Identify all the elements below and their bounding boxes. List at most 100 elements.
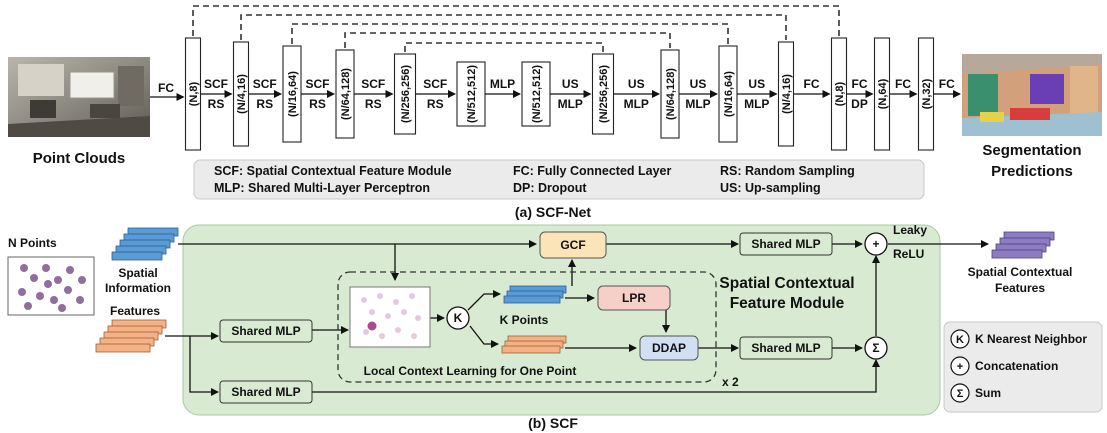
op-bottom-label: RS (256, 97, 273, 111)
sum-operator: Σ (864, 336, 888, 360)
module-legend-box (943, 321, 1103, 413)
network-legend: SCF: Spatial Contextual Feature Module F… (193, 159, 925, 200)
op-bottom-label: MLP (558, 97, 583, 111)
legend-mlp: MLP: Shared Multi-Layer Perceptron (214, 181, 430, 195)
output-label-line2: Features (995, 281, 1045, 295)
feature-block-9: (N/64,128) (660, 49, 680, 139)
feature-block-14: (N,32) (917, 37, 935, 151)
legend-dp: DP: Dropout (513, 181, 587, 195)
feature-block-label: (N/512,512) (531, 65, 543, 123)
op-top-label: SCF (423, 77, 447, 91)
op-bottom-label: RS (309, 97, 326, 111)
concat-symbol: + (872, 237, 879, 251)
feature-block-label: (N/256,256) (598, 65, 610, 123)
op-top-label: US (748, 77, 765, 91)
op-bottom-label: RS (365, 97, 382, 111)
legend-sum-text: Sum (975, 386, 1001, 400)
feature-block-label: (N,8) (188, 81, 200, 106)
op-top-label: FC (895, 77, 911, 91)
feature-block-label: (N/512,512) (466, 65, 478, 123)
op-top-label: SCF (204, 77, 228, 91)
legend-knn-text: K Nearest Neighbor (975, 332, 1087, 346)
op-top-label: FC (852, 77, 868, 91)
concatenation-operator: + (864, 232, 888, 256)
shared-mlp-label-4: Shared MLP (751, 341, 820, 355)
legend-knn-symbol: K (956, 334, 964, 346)
shared-mlp-gcf: Shared MLP (739, 232, 833, 256)
caption-a: (a) SCF-Net (515, 204, 592, 220)
module-legend: K K Nearest Neighbor + Concatenation Σ S… (943, 321, 1103, 413)
sum-symbol: Σ (872, 341, 879, 355)
local-point-cloud (349, 286, 431, 348)
feature-block-2: (N/4,16) (232, 41, 250, 147)
module-title-line2: Feature Module (730, 295, 845, 312)
local-context-box (337, 271, 717, 383)
gcf-label: GCF (560, 238, 585, 252)
segmentation-image (962, 54, 1102, 136)
op-bottom-label: RS (427, 97, 444, 111)
op-top-label: SCF (253, 77, 277, 91)
output-features-stack (991, 231, 1055, 259)
op-top-label: FC (804, 77, 820, 91)
feature-block-label: (N/16,64) (723, 71, 735, 117)
local-context-label: Local Context Learning for One Point (364, 364, 577, 378)
feature-block-6: (N/512,512) (456, 61, 486, 127)
feature-block-label: (N/4,16) (781, 74, 793, 114)
input-op-label: FC (158, 81, 174, 95)
network-legend-box (193, 159, 925, 200)
feature-block-label: (N/4,16) (236, 74, 248, 114)
op-bottom-label: MLP (624, 97, 649, 111)
feature-block-1: (N,8) (184, 37, 202, 151)
feature-block-3: (N/16,64) (282, 45, 302, 143)
legend-sum-symbol: Σ (957, 388, 964, 400)
leaky-label-line2: ReLU (893, 247, 924, 261)
op-top-label: US (628, 77, 645, 91)
spatial-information-stack (111, 227, 179, 261)
spatial-label-line2: Information (105, 281, 171, 295)
lpr-label: LPR (622, 291, 646, 305)
feature-block-label: (N/16,64) (287, 71, 299, 117)
legend-fc: FC: Fully Connected Layer (513, 164, 671, 178)
repeat-label: x 2 (722, 375, 739, 389)
k-points-stack (503, 285, 567, 304)
feature-block-4: (N/64,128) (335, 49, 355, 139)
shared-mlp-features: Shared MLP (219, 319, 313, 343)
module-connections (165, 240, 989, 396)
features-stack (95, 319, 167, 353)
op-top-label: MLP (490, 77, 515, 91)
legend-rs: RS: Random Sampling (720, 164, 855, 178)
shared-mlp-label-2: Shared MLP (231, 385, 300, 399)
op-top-label: SCF (306, 77, 330, 91)
feature-block-5: (N/256,256) (393, 53, 417, 135)
op-bottom-label: MLP (744, 97, 769, 111)
knn-symbol: K (454, 311, 463, 325)
k-points-label: K Points (500, 313, 549, 327)
feature-block-10: (N/16,64) (718, 45, 738, 143)
network-blocks: (N,8) (N/4,16) (N/16,64) (N/64,128) (N/256,2… (184, 37, 935, 151)
local-features-stack (501, 335, 567, 354)
feature-block-11: (N/4,16) (777, 41, 795, 147)
lpr-block: LPR (597, 285, 671, 311)
knn-operator: K (446, 306, 470, 330)
point-cloud-image (8, 57, 150, 137)
output-label-line1: Spatial Contextual (968, 265, 1073, 279)
feature-block-12: (N,8) (830, 37, 848, 151)
op-top-label: SCF (361, 77, 385, 91)
feature-block-8: (N/256,256) (591, 53, 615, 135)
legend-us: US: Up-sampling (720, 181, 821, 195)
feature-block-label: (N/256,256) (400, 65, 412, 123)
output-op-label: FC (939, 77, 955, 91)
n-points-label: N Points (8, 236, 57, 250)
network-arrows (150, 90, 961, 101)
legend-concat-symbol: + (957, 361, 963, 373)
n-points-panel: N Points (7, 236, 95, 316)
feature-block-13: (N,64) (873, 37, 891, 151)
shared-mlp-label-1: Shared MLP (231, 324, 300, 338)
ddap-label: DDAP (652, 341, 686, 355)
features-label: Features (110, 304, 160, 318)
shared-mlp-residual: Shared MLP (219, 380, 313, 404)
ddap-block: DDAP (639, 335, 699, 361)
